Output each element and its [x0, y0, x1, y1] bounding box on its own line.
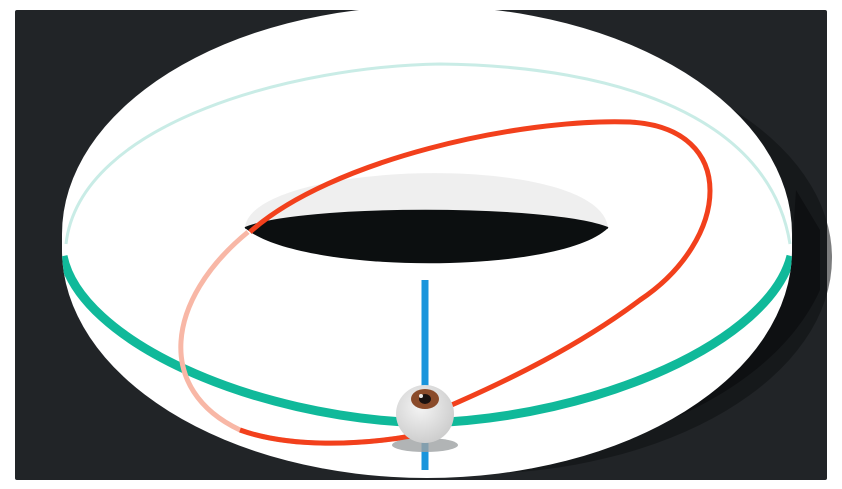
observer-eye — [396, 385, 454, 443]
eye-highlight — [419, 394, 423, 398]
